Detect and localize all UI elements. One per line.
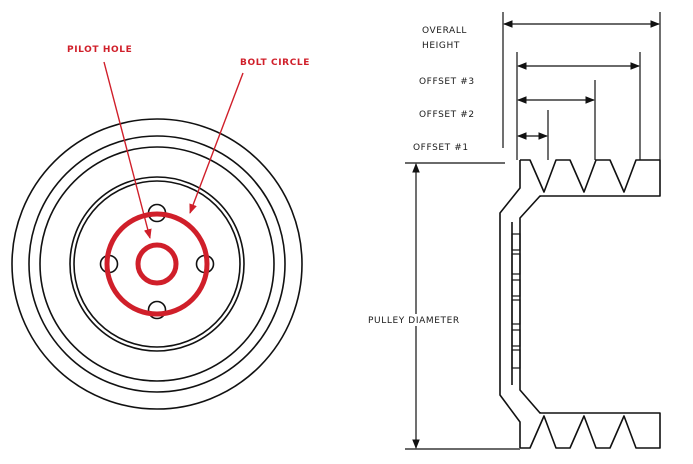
front-annotations <box>103 61 244 317</box>
outer-body-contour <box>499 160 521 448</box>
dimension-arrows <box>412 20 660 449</box>
hub-outer-circle <box>69 176 245 352</box>
bolt-hole-bottom <box>147 300 167 320</box>
bottom-groove-profile <box>520 412 661 449</box>
pilot-hole-label: PILOT HOLE <box>67 45 132 55</box>
pilot-hole-ring <box>135 242 179 286</box>
top-groove-profile <box>520 159 661 197</box>
extension-lines <box>405 12 661 450</box>
overall-height-label-line1: OVERALL <box>422 26 467 36</box>
offset-1-label: OFFSET #1 <box>413 143 469 153</box>
bolt-circle-leader <box>189 72 244 214</box>
hub-steps <box>511 233 521 369</box>
side-view-profile <box>499 159 661 449</box>
front-view <box>11 118 303 410</box>
hub-inner-circle <box>73 180 241 348</box>
bolt-circle-ring <box>104 211 210 317</box>
pilot-hole-leader <box>103 61 152 239</box>
offset-2-label: OFFSET #2 <box>419 110 475 120</box>
bolt-circle-label: BOLT CIRCLE <box>240 58 310 68</box>
outer-rim-circle <box>11 118 303 410</box>
rim-inner-circle <box>28 135 286 393</box>
pulley-diameter-label: PULLEY DIAMETER <box>368 316 460 326</box>
offset-3-label: OFFSET #3 <box>419 77 475 87</box>
overall-height-label-line2: HEIGHT <box>422 41 460 51</box>
inner-body-contour <box>519 195 541 414</box>
web-outer-circle <box>39 146 275 382</box>
